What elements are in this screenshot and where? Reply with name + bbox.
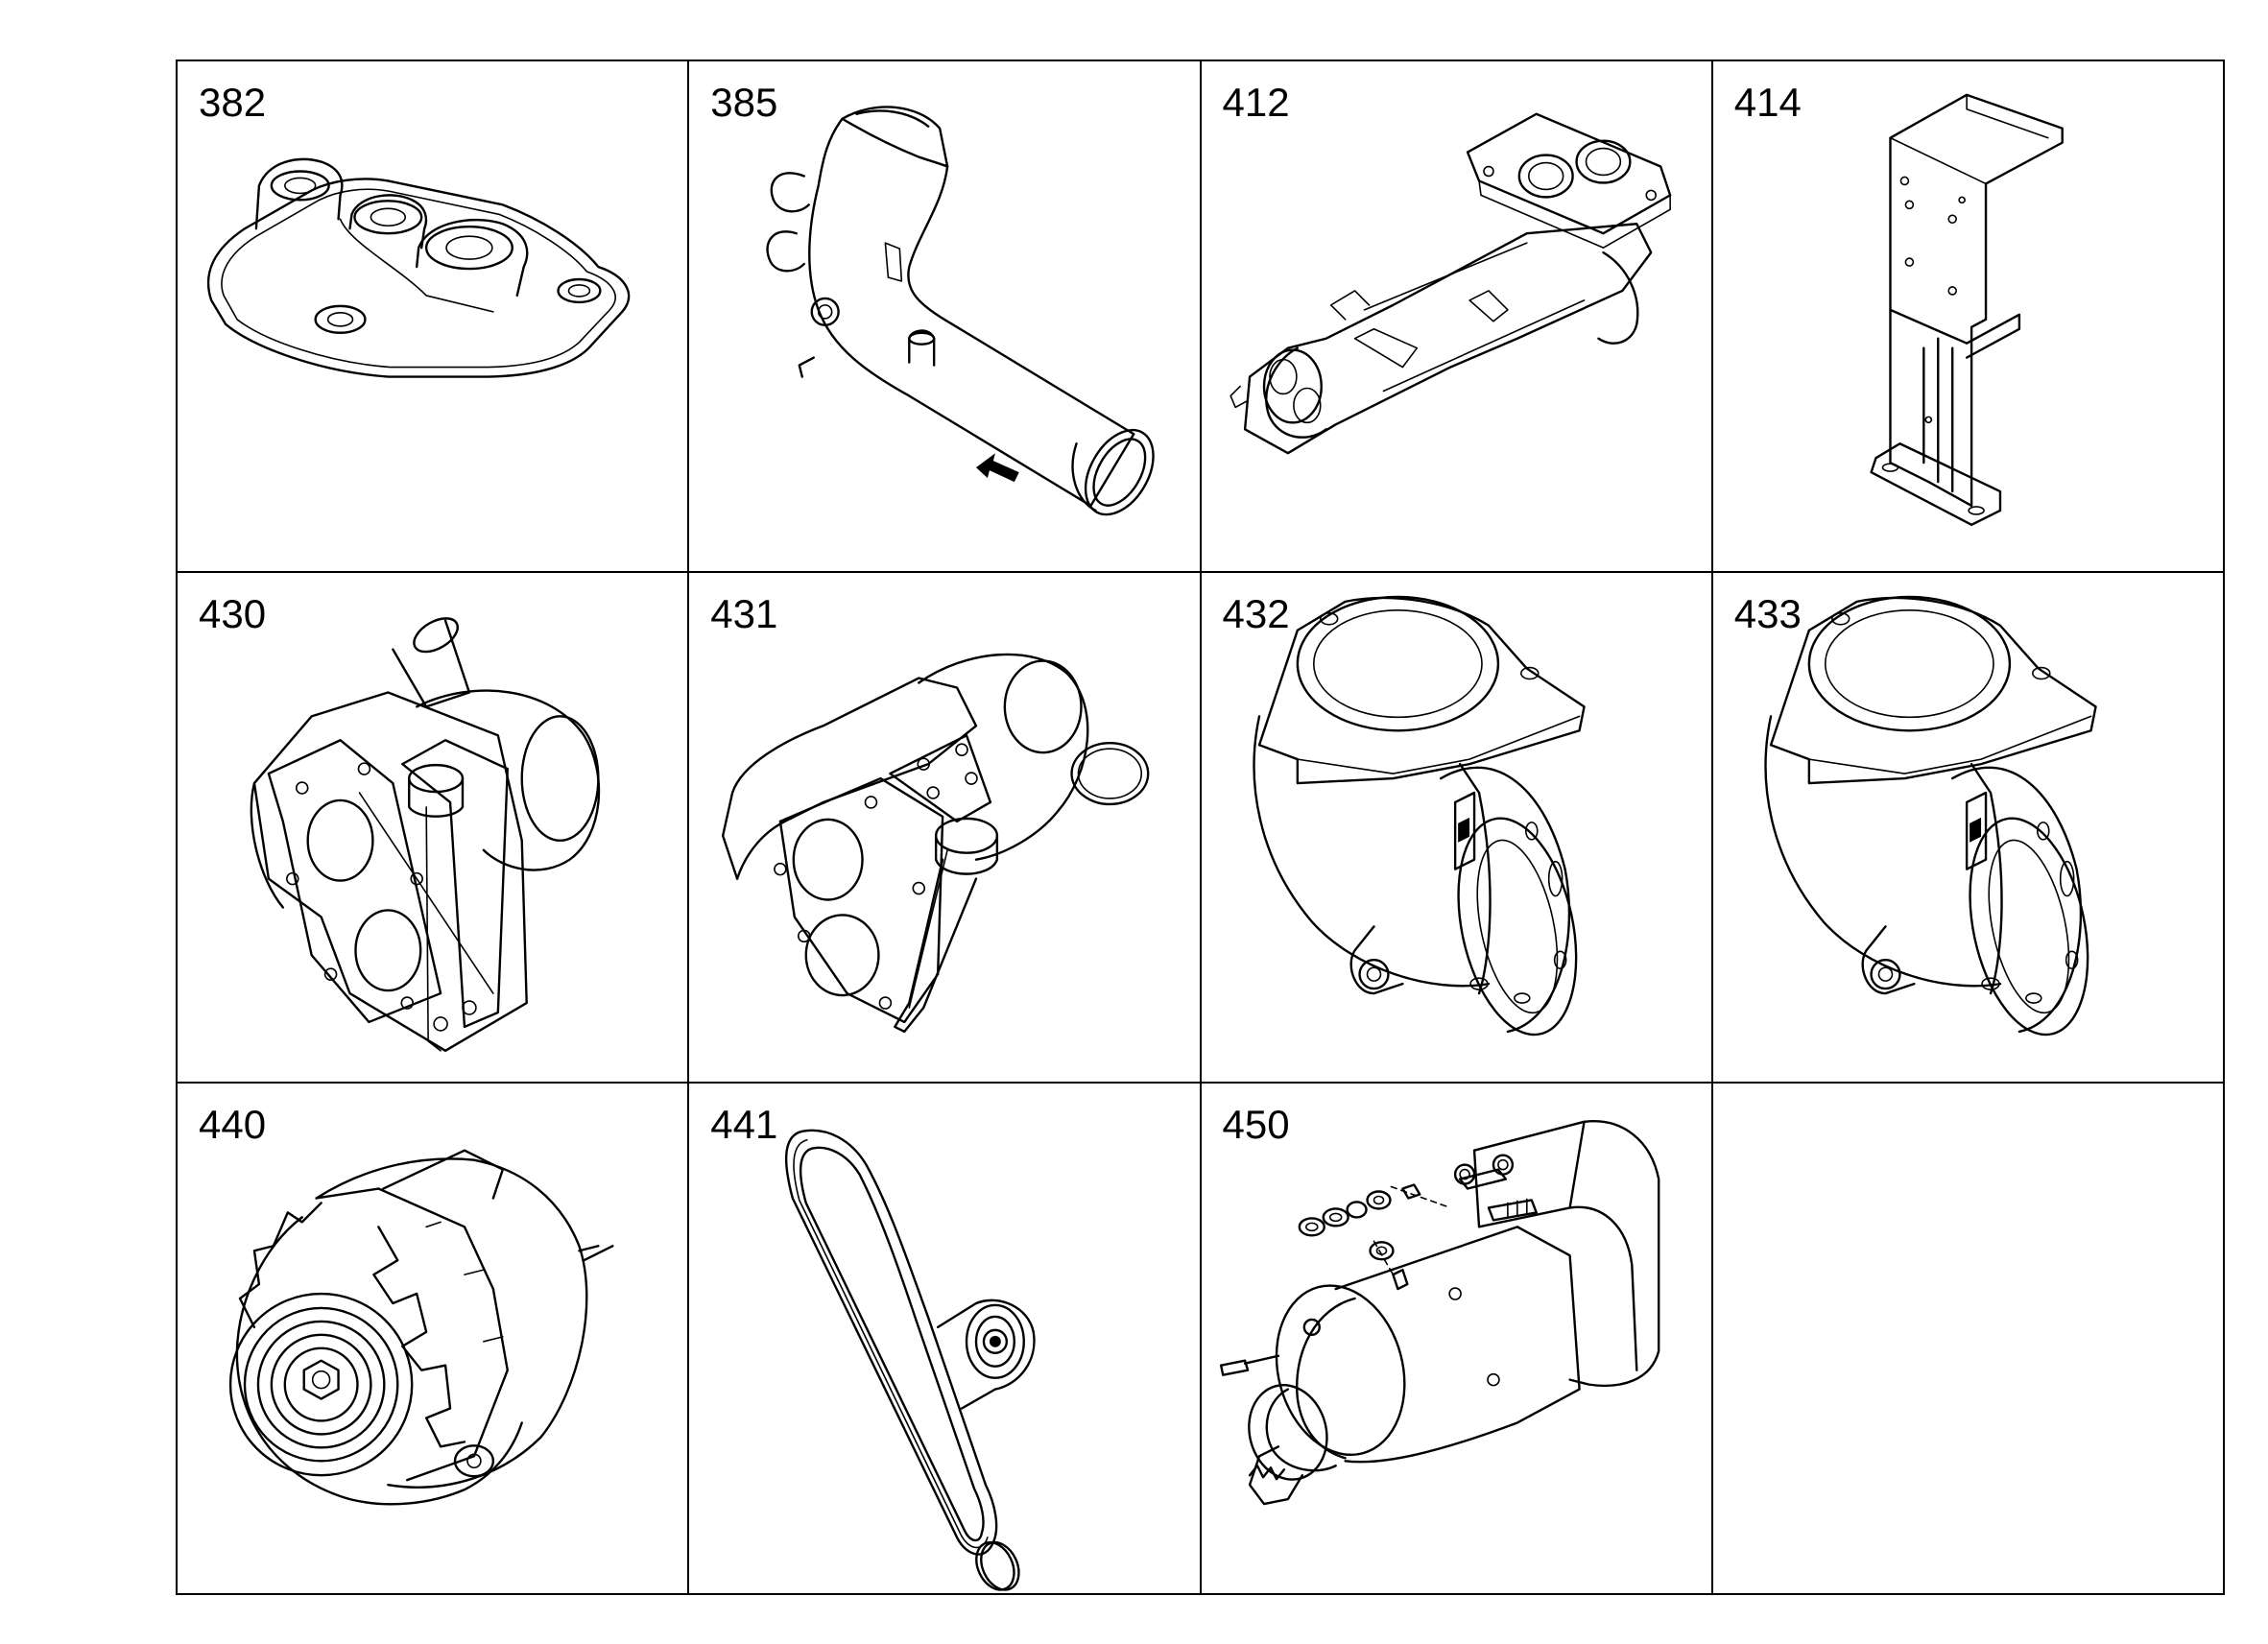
v-belt-with-tensioner-icon [785,1130,1036,1591]
part-cell-430[interactable]: 430 [178,572,690,1084]
part-number-label: 433 [1733,590,1802,636]
part-number-label: 431 [710,590,778,636]
parts-diagram-grid: 382 385 [176,60,2225,1595]
exhaust-manifold-icon [1229,112,1671,455]
starter-motor-icon [1219,1120,1659,1506]
alternator-icon [228,1149,614,1506]
part-number-label: 432 [1222,590,1290,636]
part-number-label: 450 [1222,1102,1290,1148]
part-cell-382[interactable]: 382 [178,61,690,573]
part-cell-431[interactable]: 431 [689,572,1202,1084]
turbocharger-alt-icon [722,653,1150,1033]
part-cell-450[interactable]: 450 [1201,1084,1713,1595]
empty-cell [1712,1084,2225,1595]
part-number-label: 412 [1222,80,1290,125]
mounting-bracket-icon [1870,93,2064,527]
part-cell-433[interactable]: 433 [1712,572,2225,1084]
part-cell-385[interactable]: 385 [689,61,1202,573]
part-number-label: 440 [199,1102,267,1148]
thermostat-housing-cover-icon [206,157,631,378]
part-cell-432[interactable]: 432 [1201,572,1713,1084]
turbo-outlet-elbow-icon [1252,595,1586,1036]
part-cell-441[interactable]: 441 [689,1084,1202,1595]
part-number-label: 382 [199,80,267,125]
part-number-label: 414 [1733,80,1802,125]
part-cell-414[interactable]: 414 [1712,61,2225,573]
turbo-outlet-elbow-alt-icon [1764,595,2097,1036]
part-cell-440[interactable]: 440 [178,1084,690,1595]
coolant-pipe-elbow-icon [766,106,1155,516]
part-number-label: 430 [199,590,267,636]
turbocharger-icon [250,616,601,1052]
part-number-label: 385 [710,80,778,125]
part-number-label: 441 [710,1102,778,1148]
part-cell-412[interactable]: 412 [1201,61,1713,573]
